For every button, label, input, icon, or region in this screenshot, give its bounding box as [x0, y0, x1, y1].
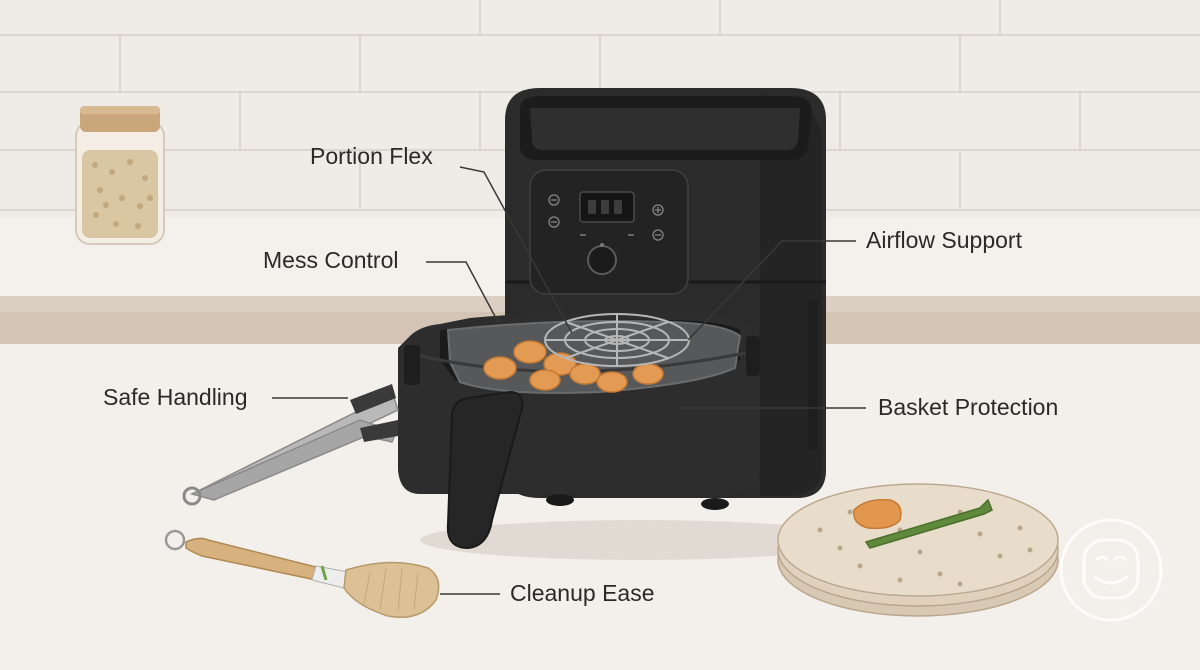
fryer-basket: [398, 311, 761, 550]
smiling-face-badge-icon: [1059, 518, 1163, 622]
callout-portion-flex: Portion Flex: [310, 143, 433, 169]
callout-basket-protection: Basket Protection: [878, 394, 1059, 420]
leader-portion-flex: [459, 166, 573, 334]
leader-airflow-support: [687, 240, 856, 341]
callout-safe-handling: Safe Handling: [103, 384, 248, 410]
callout-mess-control: Mess Control: [263, 247, 399, 273]
control-knob: [587, 245, 617, 275]
callout-airflow-support: Airflow Support: [866, 227, 1022, 253]
parchment-liners: [777, 483, 1059, 617]
callout-leader-lines: [272, 166, 866, 595]
callout-cleanup-ease: Cleanup Ease: [510, 580, 655, 606]
asparagus-spear: [864, 498, 993, 549]
basket-handle: [446, 390, 524, 550]
food-nuggets: [483, 340, 664, 393]
display-digits: [588, 200, 622, 214]
timer-plus-minus-icons: [548, 194, 664, 241]
storage-jar: [75, 106, 165, 245]
fried-bite: [853, 498, 902, 530]
leader-mess-control: [426, 261, 499, 323]
control-panel: [529, 169, 689, 295]
kitchen-tongs: [182, 384, 399, 506]
cleaning-brush: [164, 529, 440, 618]
